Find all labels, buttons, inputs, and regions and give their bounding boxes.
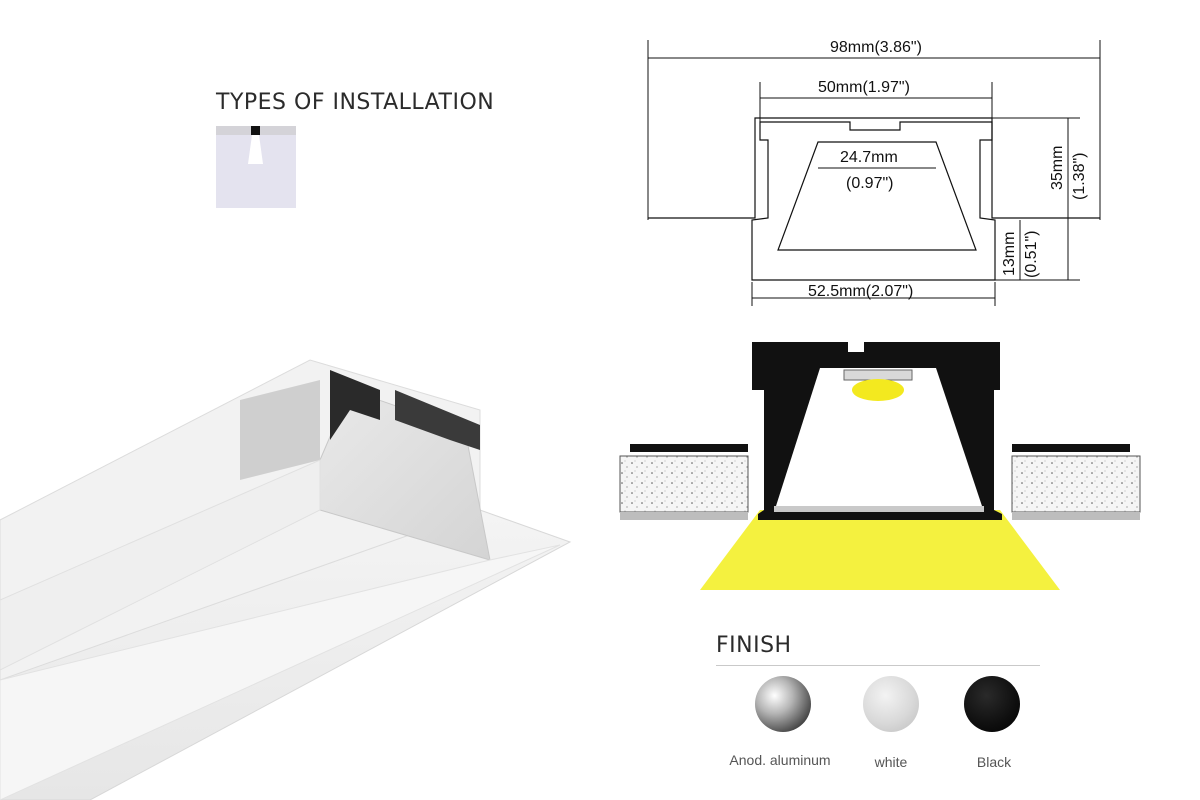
finish-divider bbox=[716, 665, 1040, 666]
installed-section-view bbox=[619, 342, 1141, 590]
finish-heading: FINISH bbox=[716, 633, 792, 658]
ceiling-board-left bbox=[619, 455, 749, 513]
height-in-label: (1.38") bbox=[1071, 153, 1088, 200]
finish-label-anodized: Anod. aluminum bbox=[729, 752, 831, 768]
lower-height-mm-label: 13mm bbox=[1001, 232, 1018, 276]
bottom-width-label: 52.5mm(2.07") bbox=[808, 283, 913, 300]
swatch-anodized-aluminum[interactable] bbox=[755, 676, 811, 732]
installation-heading: TYPES OF INSTALLATION bbox=[216, 90, 495, 115]
finish-label-black: Black bbox=[976, 754, 1012, 770]
inner-width-mm-label: 24.7mm bbox=[840, 149, 898, 166]
lower-height-in-label: (0.51") bbox=[1023, 231, 1040, 278]
swatch-white[interactable] bbox=[863, 676, 919, 732]
swatch-black[interactable] bbox=[964, 676, 1020, 732]
profile-3d-render bbox=[0, 359, 572, 800]
ceiling-board-right bbox=[1011, 455, 1141, 513]
top-width-label: 50mm(1.97") bbox=[818, 79, 910, 96]
overall-width-label: 98mm(3.86") bbox=[830, 39, 922, 56]
height-mm-label: 35mm bbox=[1049, 146, 1066, 190]
recessed-installation-icon bbox=[216, 126, 296, 208]
inner-width-in-label: (0.97") bbox=[846, 175, 893, 192]
light-beam bbox=[700, 510, 1060, 590]
finish-label-white: white bbox=[874, 754, 908, 770]
dimension-drawing: 98mm(3.86") 50mm(1.97") 24.7mm (0.97") 5… bbox=[647, 39, 1101, 306]
